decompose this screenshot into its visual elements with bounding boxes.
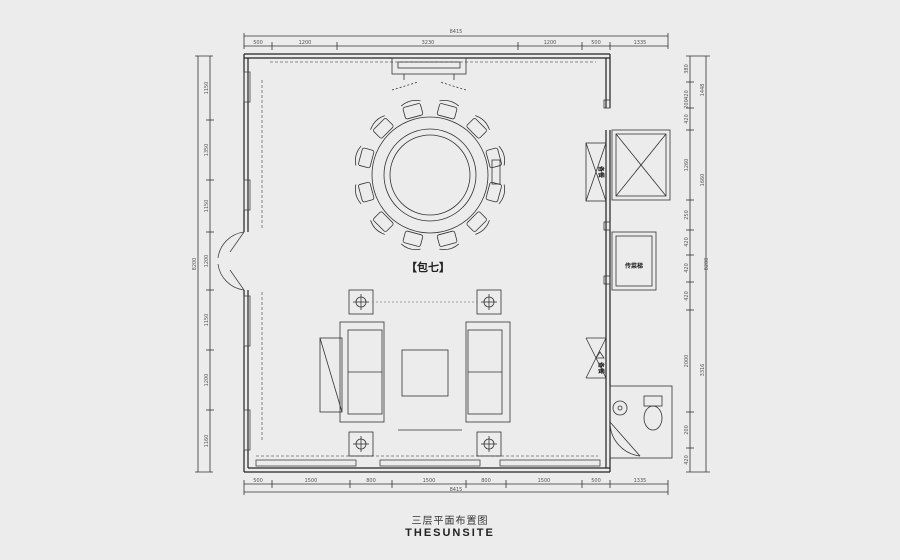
sofa-left [319,321,385,423]
dim-top-total: 8415 [450,29,463,35]
dim-right-8: 420 [684,291,690,301]
side-tables [348,289,502,457]
dining-chair [400,99,424,120]
dim-right-11: 420 [684,455,690,465]
right-dimension-chain [686,55,710,473]
side-stand [491,159,501,185]
dim-top-4: 500 [591,40,601,46]
service-label-1: 备餐 [597,165,605,179]
bottom-dimension-chain [243,480,669,495]
washroom [609,385,673,459]
service-label-2: 备餐 [597,361,605,375]
side-table-lamp [476,289,502,315]
dim-left-5: 1200 [204,374,210,387]
dim-right-total: 8200 [704,258,710,271]
dim-left-0: 1150 [204,82,210,95]
service-cabinet-2 [585,337,607,379]
dim-right-4: 1260 [684,159,690,172]
dining-chair [436,99,460,120]
brand-logo: THESUNSITE [405,527,495,539]
dining-chair [354,145,375,169]
entry-door [217,231,245,291]
window-lines [256,61,598,457]
dim-top-5: 1335 [634,40,647,46]
side-table-lamp [348,289,374,315]
dim-right-3: 420 [684,114,690,124]
sofa-right [465,321,511,423]
service-cabinet-1 [585,142,607,202]
dumbwaiter-room [611,231,657,291]
dim-bottom-5: 1500 [538,478,551,484]
dining-chair [466,211,490,235]
dining-chair [370,211,394,235]
dim-right-7: 420 [684,263,690,273]
dining-chair [370,115,394,139]
bottom-window-frames [255,459,601,467]
top-dimension-chain [243,33,669,50]
dim-top-3: 1200 [544,40,557,46]
side-table-lamp [476,431,502,457]
dim-bottom-2: 800 [366,478,376,484]
right-dimension-labels: 380 420 200 420 1260 250 420 420 420 200… [684,64,710,465]
left-dimension-chain [195,55,214,473]
dim-left-total: 8200 [192,258,198,271]
shaft-box [611,129,671,201]
dining-chair [400,230,424,251]
dining-chairs [354,99,506,251]
dim-bottom-7: 1335 [634,478,647,484]
round-dining-table [371,116,489,234]
dining-chair [354,181,375,205]
left-window-frames [243,71,251,451]
dim-left-6: 1160 [204,435,210,448]
dim-bottom-total: 8415 [450,487,463,493]
dim-top-2: 3230 [422,40,435,46]
dumbwaiter-label: 传菜梯 [624,262,643,270]
wall-column-2 [603,275,611,285]
dim-bottom-1: 1500 [305,478,318,484]
dim-bottom-6: 500 [591,478,601,484]
top-cabinet [391,57,467,91]
dim-right-outer-0: 1448 [700,84,706,97]
dim-left-2: 1150 [204,200,210,213]
drawing-title: 三层平面布置图 [411,516,489,527]
dim-right-9: 2000 [684,355,690,368]
side-table-lamp [348,431,374,457]
coffee-table [401,349,449,397]
dim-bottom-0: 500 [253,478,263,484]
dim-right-1: 420 [684,90,690,100]
dim-left-3: 1200 [204,255,210,268]
dining-chair [485,145,506,169]
dining-chair [436,230,460,251]
wall-column-1 [603,99,611,109]
dim-right-0: 380 [684,64,690,74]
dim-left-1: 1350 [204,144,210,157]
top-dimension-labels: 8415 500 1200 3230 1200 500 1335 [253,29,646,46]
dim-right-outer-2: 3316 [700,364,706,377]
left-dimension-labels: 8200 1150 1350 1150 1200 1150 1200 1160 [192,82,210,448]
room-label: 【包七】 [406,260,450,274]
dim-right-outer-1: 1660 [700,174,706,187]
dim-right-2: 200 [684,99,690,109]
dining-chair [466,115,490,139]
dim-right-5: 250 [684,210,690,220]
dining-chair [485,181,506,205]
dim-right-10: 200 [684,425,690,435]
dim-bottom-4: 800 [481,478,491,484]
dim-top-0: 500 [253,40,263,46]
dim-left-4: 1150 [204,314,210,327]
dim-top-1: 1200 [299,40,312,46]
wall-column-3 [603,221,611,231]
bottom-dimension-labels: 500 1500 800 1500 800 1500 500 1335 8415 [253,478,646,493]
dim-bottom-3: 1500 [423,478,436,484]
dim-right-6: 420 [684,237,690,247]
